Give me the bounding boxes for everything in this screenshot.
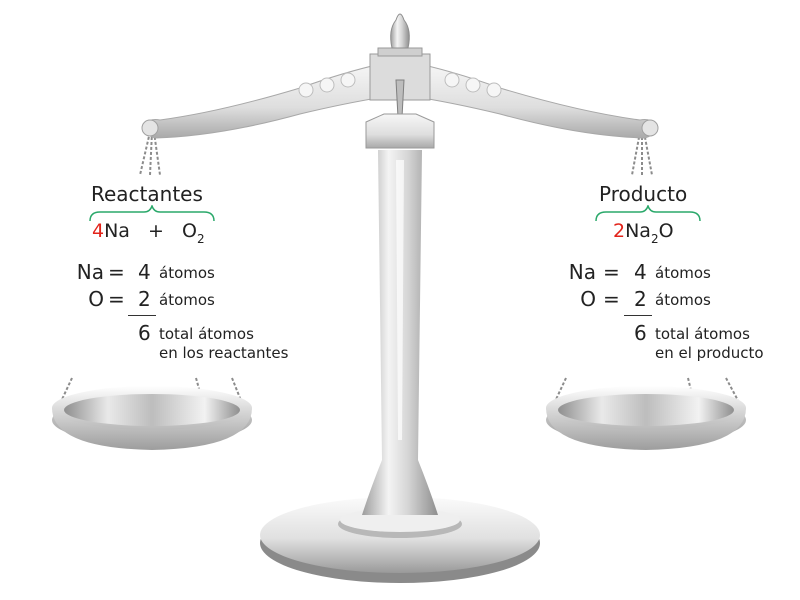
products-row-count: 4 bbox=[634, 260, 647, 284]
products-subscript-na: 2 bbox=[650, 232, 659, 246]
reactants-total-label-line2: en los reactantes bbox=[159, 344, 289, 362]
right-pan bbox=[546, 131, 746, 450]
products-total-label-line1: total átomos bbox=[655, 325, 750, 343]
scale-base bbox=[260, 497, 540, 583]
reactants-row-unit: átomos bbox=[159, 291, 215, 309]
products-bracket bbox=[595, 205, 701, 222]
scale-pole bbox=[362, 150, 438, 515]
products-row-element: O bbox=[580, 287, 596, 311]
products-row-element: Na bbox=[568, 260, 596, 284]
reactants-title: Reactantes bbox=[91, 182, 203, 206]
products-total-label-line2: en el producto bbox=[655, 344, 764, 362]
products-row-unit: átomos bbox=[655, 291, 711, 309]
reactants-row-unit: átomos bbox=[159, 264, 215, 282]
products-row-count: 2 bbox=[634, 287, 647, 311]
left-pan bbox=[52, 131, 252, 450]
reactants-species-na: Na bbox=[104, 220, 130, 242]
reactants-row-element: Na bbox=[76, 260, 104, 284]
reactants-subscript-o: 2 bbox=[196, 232, 205, 246]
products-coefficient: 2 bbox=[613, 220, 626, 242]
products-row-equals: = bbox=[603, 287, 620, 311]
reactants-coefficient-na: 4 bbox=[92, 220, 105, 242]
products-formula: 2Na2O bbox=[613, 220, 674, 246]
scale-beam bbox=[141, 13, 659, 149]
reactants-plus: + bbox=[148, 220, 164, 242]
reactants-bracket bbox=[89, 205, 215, 222]
products-species-na: Na bbox=[625, 220, 651, 242]
products-row-unit: átomos bbox=[655, 264, 711, 282]
reactants-sum-line bbox=[128, 315, 156, 316]
reactants-row-equals: = bbox=[108, 287, 125, 311]
reactants-total-count: 6 bbox=[138, 321, 151, 345]
reactants-row-count: 4 bbox=[138, 260, 151, 284]
reactants-row-equals: = bbox=[108, 260, 125, 284]
products-row-equals: = bbox=[603, 260, 620, 284]
reactants-row-element: O bbox=[88, 287, 104, 311]
reactants-formula: 4Na + O2 bbox=[92, 220, 205, 246]
products-sum-line bbox=[624, 315, 652, 316]
reactants-row-count: 2 bbox=[138, 287, 151, 311]
reactants-species-o: O bbox=[181, 220, 197, 242]
products-species-o: O bbox=[658, 220, 674, 242]
reactants-total-label-line1: total átomos bbox=[159, 325, 254, 343]
products-title: Producto bbox=[599, 182, 688, 206]
products-total-count: 6 bbox=[634, 321, 647, 345]
